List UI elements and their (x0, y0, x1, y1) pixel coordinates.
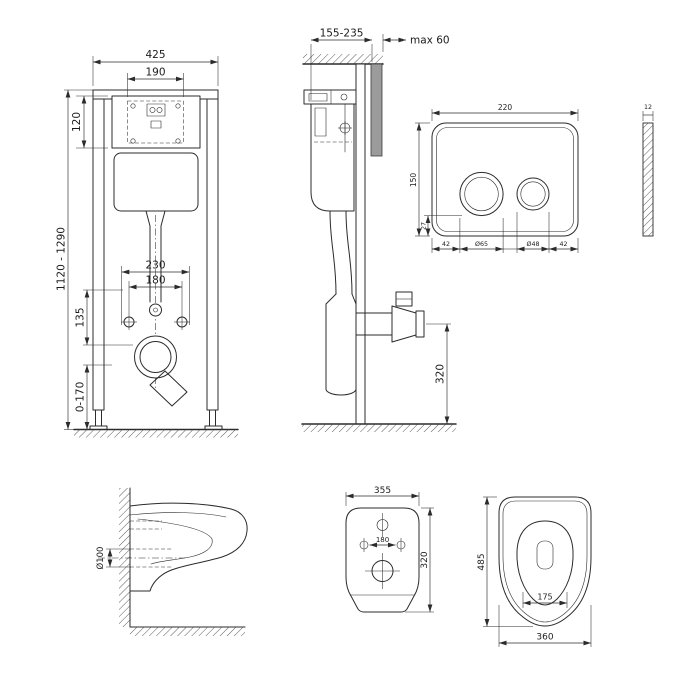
cistern-side (310, 103, 355, 212)
dim-depth-range: 155-235 (320, 28, 364, 40)
trap-bottom (325, 388, 357, 396)
dim-frame-total-width: 425 (145, 49, 165, 61)
outlet-tip (415, 310, 425, 338)
flush-bend (329, 210, 337, 295)
floor-hatch (130, 627, 245, 636)
inlet-port (149, 303, 162, 317)
wall-hatch (119, 488, 130, 627)
dim-frame-height-range: 1120 - 1290 (56, 227, 68, 291)
frame-front-view: 425 190 120 230 180 135 1120 - 1290 0-17… (56, 49, 239, 438)
frame-right-rail (206, 89, 219, 411)
drain-socket (134, 335, 177, 379)
bowl-side-view: Ø100 (95, 487, 248, 636)
frame-left-rail (92, 89, 105, 411)
dim-fixing-spacing: 230 (145, 260, 165, 272)
flush-plate (431, 122, 579, 237)
adjustable-foot-right (209, 409, 216, 427)
wall-section (370, 63, 383, 157)
dim-bowl-back-height: 320 (420, 551, 430, 568)
ground-hatch (74, 429, 238, 438)
dim-bowl-length: 485 (477, 553, 487, 570)
dim-right-margin: 42 (559, 241, 567, 248)
dim-large-button-diameter: Ø65 (475, 240, 488, 248)
dim-small-button-diameter: Ø48 (527, 240, 540, 248)
outlet-cone (391, 305, 417, 343)
large-flush-button (459, 171, 504, 217)
dim-left-margin: 42 (442, 241, 450, 248)
small-flush-button (516, 177, 550, 211)
flush-plate-view: 220 150 27 42 Ø65 Ø48 42 12 (409, 103, 654, 253)
dim-plate-height: 150 (409, 173, 418, 188)
cistern-tank (113, 152, 199, 212)
dim-button-bottom-offset: 27 (421, 222, 428, 230)
bowl-top-view: 485 175 360 (477, 496, 592, 647)
flush-pipe (145, 210, 151, 303)
bowl-rim-outline (498, 496, 592, 627)
dim-outlet-diameter: Ø100 (95, 547, 106, 570)
dim-plate-cutout-height: 120 (71, 112, 83, 132)
bowl-back-view: 180 355 320 (345, 486, 434, 613)
top-slab-hatch (303, 54, 383, 64)
dim-plate-width: 220 (498, 103, 513, 112)
dim-outlet-drop: 135 (75, 307, 87, 327)
flush-valve (314, 107, 327, 137)
drain-opening (536, 540, 554, 570)
plate-cutout-outline (127, 100, 184, 144)
flush-mechanism-port (146, 103, 166, 117)
bowl-profile (129, 502, 248, 592)
dim-max-wall-thickness: max 60 (410, 35, 450, 47)
dim-outlet-height: 320 (435, 364, 447, 384)
dim-foot-adjust-range: 0-170 (75, 382, 87, 413)
actuator-assembly (303, 89, 357, 105)
dim-fixing-hole-spacing: 180 (376, 536, 389, 544)
dim-plate-thickness: 12 (644, 104, 652, 111)
dim-plate-cutout-width: 190 (145, 67, 165, 79)
dim-stud-spacing: 180 (145, 275, 165, 287)
cistern-access-box (111, 95, 201, 149)
dim-bowl-width: 360 (536, 633, 553, 643)
frame-rail-side (355, 63, 366, 425)
frame-side-view: 155-235 max 60 320 (301, 28, 457, 432)
plate-side-profile (642, 122, 654, 237)
drain-elbow (149, 370, 188, 407)
dim-bowl-inner-width: 175 (537, 593, 552, 602)
dim-bowl-back-width: 355 (374, 486, 391, 496)
adjustable-foot-left (95, 409, 102, 427)
